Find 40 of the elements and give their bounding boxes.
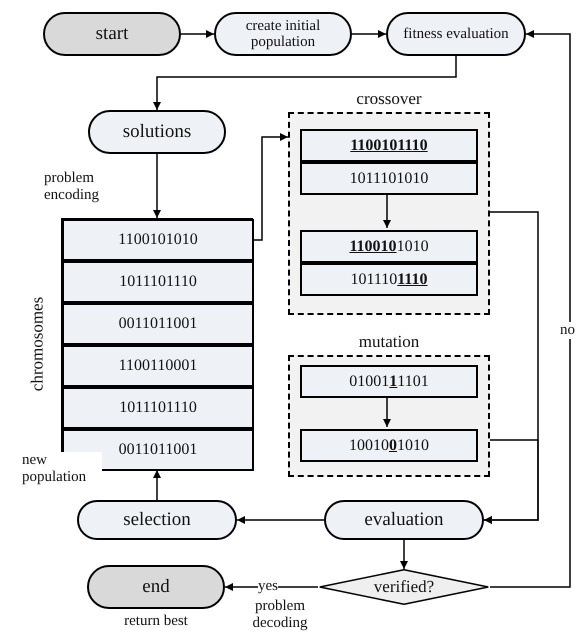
terminal-node: evaluation [324,500,484,540]
arrow [490,30,571,588]
terminal-node: end [87,565,225,609]
edge-label: no [560,322,575,338]
group-title: chromosomes [28,296,48,392]
decision-diamond: verified? [318,569,490,605]
arrow [153,154,161,218]
table-row: 1100101010 [62,219,254,261]
table-row: 1100110001 [62,345,254,387]
arrow [237,516,324,524]
arrow [484,439,539,524]
group-title: mutation [358,333,420,352]
table-row: 0011011001 [62,303,254,345]
arrow [383,396,391,427]
terminal-node: selection [77,500,237,540]
table-row: 1100101010 [300,230,478,263]
table-row: 0011011001 [62,429,254,471]
terminal-node: fitness evaluation [386,12,526,56]
terminal-node: create initial population [214,12,352,56]
arrow [400,540,408,569]
table-row: 1011101110 [62,261,254,303]
arrow [225,583,318,591]
table-row: 1011101110 [300,263,478,296]
arrow [153,470,161,500]
terminal-node: start [43,12,181,56]
arrow [153,56,457,110]
group-title: crossover [356,90,422,109]
table-row: 0100111101 [300,365,478,398]
table-row: 1011101010 [300,162,478,195]
terminal-node: solutions [88,110,226,154]
arrow [181,30,214,38]
edge-label: new population [22,452,102,485]
node-caption: return best [123,613,189,630]
table-row: 1011101110 [62,387,254,429]
arrow [352,30,386,38]
arrow [383,193,391,228]
arrow [253,133,288,241]
table-row: 1100101110 [300,129,478,162]
table-row: 1001001010 [300,429,478,462]
note-text: problem decoding [252,598,308,631]
